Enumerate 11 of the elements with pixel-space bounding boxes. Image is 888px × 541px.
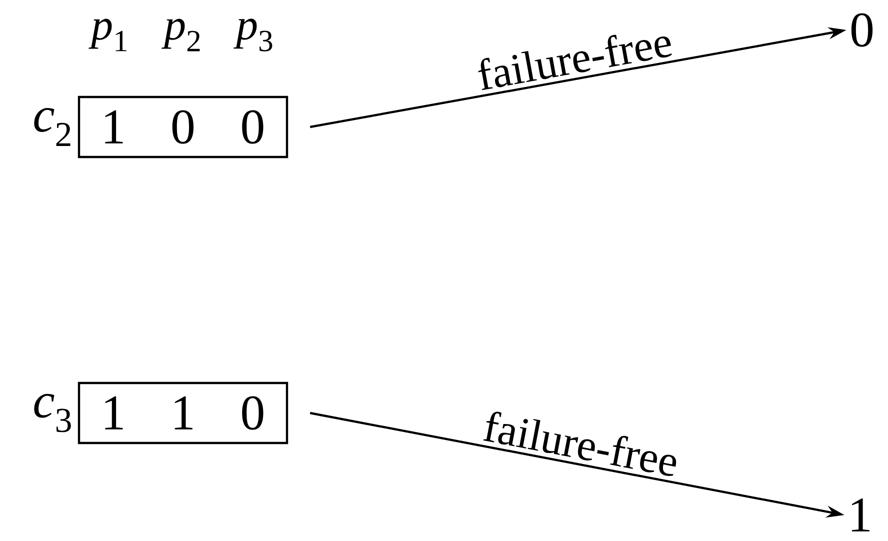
edge-label: failure-free <box>483 412 676 476</box>
column-header: p$_{3}$ <box>234 18 272 52</box>
result-value: 1 <box>852 498 870 532</box>
row-label: c$_{2}$ <box>34 108 70 146</box>
column-header: p$_{2}$ <box>162 18 200 52</box>
matrix-row-box: 1 1 0 <box>78 382 288 444</box>
edge-label: failure-free <box>478 34 672 90</box>
row-label: c$_{3}$ <box>34 394 71 432</box>
result-value: 0 <box>851 13 873 47</box>
matrix-row-box: 1 0 0 <box>78 96 288 158</box>
column-header: p$_{1}$ <box>88 18 127 52</box>
